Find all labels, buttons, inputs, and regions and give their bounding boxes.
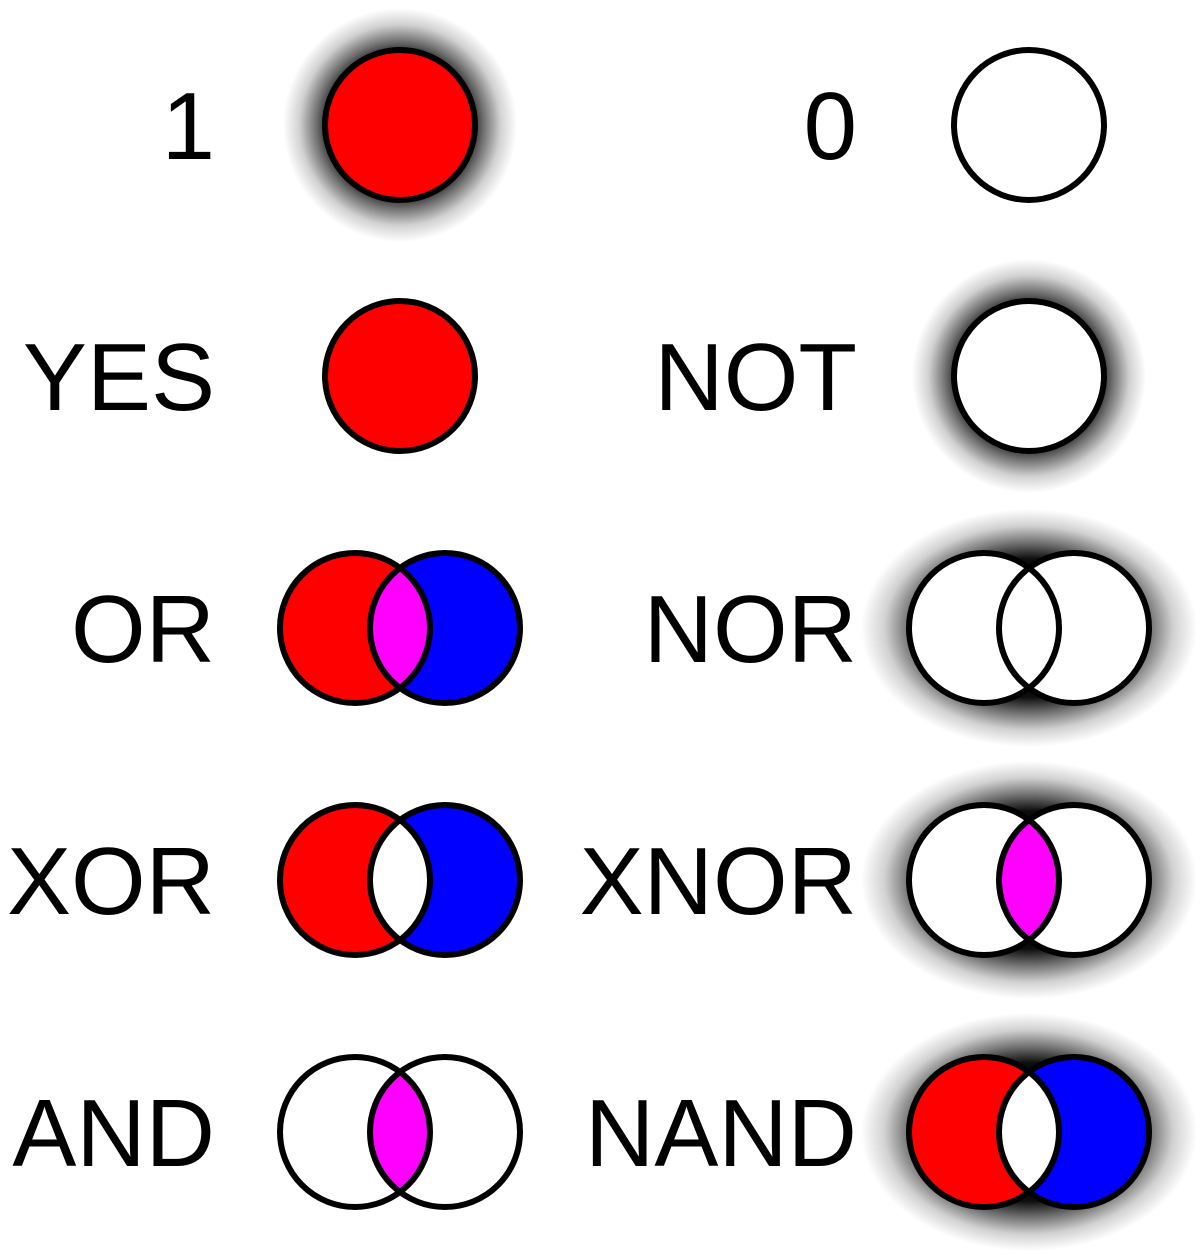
intersection-region <box>999 1072 1059 1192</box>
gate-xor-left: XOR <box>7 802 523 958</box>
gate-yes-left: YES <box>23 298 478 454</box>
gate-not-right: NOT <box>654 259 1146 493</box>
intersection-region <box>369 820 430 940</box>
gate-0-right: 0 <box>804 47 1107 203</box>
gate-or-left: OR <box>71 550 523 706</box>
gate-label: OR <box>71 576 215 683</box>
set-a-outline <box>906 550 1062 706</box>
gate-label: 1 <box>162 73 215 180</box>
intersection-region <box>370 1072 430 1192</box>
gate-label: NOR <box>644 576 857 683</box>
gate-nand-right: NAND <box>585 1013 1197 1251</box>
intersection-region <box>999 568 1059 688</box>
set-circle <box>951 47 1107 203</box>
gate-label: NAND <box>585 1080 857 1187</box>
set-b-outline <box>996 802 1152 958</box>
gate-label: XNOR <box>580 828 857 935</box>
set-a-outline <box>277 802 433 958</box>
set-circle <box>322 47 478 203</box>
set-a-outline <box>277 550 433 706</box>
intersection-region <box>999 820 1059 940</box>
set-b-outline <box>367 550 523 706</box>
gate-label: 0 <box>804 73 857 180</box>
set-b-outline <box>996 550 1152 706</box>
gate-and-left: AND <box>12 1054 523 1210</box>
set-a-outline <box>906 1054 1062 1210</box>
gate-xnor-right: XNOR <box>580 761 1197 999</box>
intersection-region <box>370 568 430 688</box>
set-b-outline <box>367 1054 523 1210</box>
gate-label: XOR <box>7 828 215 935</box>
gate-label: YES <box>23 324 215 431</box>
gate-label: NOT <box>654 324 857 431</box>
set-circle <box>951 298 1107 454</box>
set-a-outline <box>277 1054 433 1210</box>
gate-nor-right: NOR <box>644 509 1197 747</box>
set-circle <box>322 298 478 454</box>
set-a-outline <box>906 802 1062 958</box>
set-b-outline <box>367 802 523 958</box>
gate-1-left: 1 <box>162 8 517 242</box>
set-b-outline <box>996 1054 1152 1210</box>
gate-label: AND <box>12 1080 215 1187</box>
